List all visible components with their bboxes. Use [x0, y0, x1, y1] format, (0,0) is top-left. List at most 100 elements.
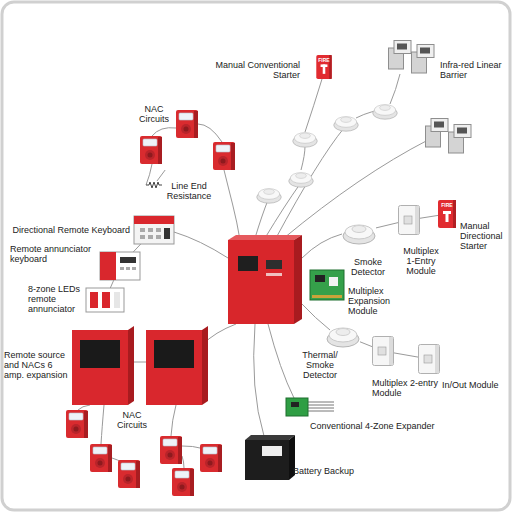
- wire-connector: [360, 342, 372, 347]
- device-node: Multiplex 1-Entry Module: [398, 205, 420, 235]
- nac-device: [160, 436, 182, 464]
- device-label: Smoke Detector: [348, 257, 388, 277]
- beam-unit: [449, 125, 472, 154]
- screen: [120, 257, 136, 263]
- device-node: Infra-red Linear Barrier: [386, 40, 436, 74]
- device-label: Multiplex 2-entry Module: [372, 378, 444, 398]
- device-label: 8-zone LEDs remote annunciator: [28, 284, 84, 314]
- beam-unit: [412, 45, 435, 74]
- wiring: [78, 74, 428, 468]
- key: [140, 228, 145, 232]
- pull-station: [438, 200, 456, 228]
- pin-strip: [312, 295, 342, 298]
- battery: [245, 435, 295, 480]
- device-label: Manual Directional Starter: [460, 221, 506, 251]
- device-label: Directional Remote Keyboard: [4, 225, 130, 235]
- screen: [164, 228, 170, 239]
- device-node: Directional Remote Keyboard: [134, 216, 174, 244]
- panel-display: [238, 256, 258, 271]
- device-label: NAC Circuits: [112, 410, 152, 430]
- led-annunciator: [86, 288, 124, 312]
- panel-top: [228, 235, 302, 240]
- zone-expander-board: [286, 398, 334, 416]
- annunciator-body: [86, 288, 124, 312]
- device-node: NAC Circuits: [66, 410, 220, 496]
- device-label: Line End Resistance: [164, 181, 214, 201]
- device-node: Conventional 4-Zone Expander: [286, 398, 308, 416]
- keypad-body: [134, 216, 174, 244]
- wire: [171, 405, 176, 436]
- nac-device: [176, 110, 198, 138]
- led-column: [114, 292, 120, 308]
- device-label: Remote annunciator keyboard: [10, 244, 96, 264]
- wire: [198, 124, 222, 142]
- device-node: Battery Backup: [245, 437, 289, 479]
- smoke-detector: [293, 133, 317, 148]
- control-panel: [228, 235, 302, 324]
- device-label: Conventional 4-Zone Expander: [310, 421, 445, 431]
- device-node: In/Out Module: [418, 344, 440, 374]
- nac-device: [90, 444, 112, 472]
- device-node: Remote annunciator keyboard: [100, 252, 140, 280]
- led-column: [102, 292, 110, 308]
- wire-connector: [157, 170, 165, 181]
- key: [156, 228, 161, 232]
- remote-power-panels: [72, 326, 208, 405]
- device-node: 8-zone LEDs remote annunciator: [86, 288, 124, 312]
- smoke-detector: [343, 225, 375, 244]
- panel-side: [202, 326, 208, 405]
- wire: [284, 140, 428, 238]
- wire: [224, 170, 240, 240]
- wire: [302, 304, 330, 330]
- module-plate: [399, 206, 420, 235]
- panel-side: [128, 326, 134, 405]
- wire-connector: [376, 223, 398, 228]
- chip: [329, 277, 338, 286]
- device-node: Remote source and NACs 6 amp. expansion: [72, 330, 202, 405]
- device-node: NAC Circuits: [140, 110, 235, 170]
- pull-station-label: FIRE: [316, 57, 332, 63]
- wire-connector: [420, 215, 438, 218]
- smoke-detector: [334, 117, 358, 132]
- key: [148, 228, 153, 232]
- device-label: Thermal/ Smoke Detector: [300, 350, 340, 380]
- panel-display: [154, 340, 194, 368]
- wire: [182, 456, 184, 468]
- nac-device: [118, 460, 140, 488]
- annunciator-band: [100, 252, 116, 280]
- wire: [390, 74, 400, 104]
- panel-display: [80, 340, 120, 368]
- key: [120, 267, 124, 270]
- wire: [152, 128, 176, 136]
- battery-sticker: [262, 446, 282, 456]
- panel-side: [294, 235, 302, 324]
- wire: [305, 79, 322, 132]
- device-label: Remote source and NACs 6 amp. expansion: [4, 350, 71, 380]
- lead: [308, 402, 334, 403]
- resistor-symbol: [146, 182, 162, 188]
- annunciator-body: [100, 252, 140, 280]
- wire: [146, 164, 152, 185]
- keypad-device: [134, 216, 174, 244]
- device-label: Infra-red Linear Barrier: [440, 60, 506, 80]
- expansion-module-board: [310, 270, 344, 300]
- chip: [291, 402, 299, 407]
- device-label: Multiplex 1-Entry Module: [400, 246, 442, 276]
- chip: [315, 275, 325, 282]
- key: [126, 267, 130, 270]
- panel-display: [266, 260, 282, 269]
- panel-indicator: [266, 273, 282, 276]
- led-column: [90, 292, 98, 308]
- key: [132, 267, 136, 270]
- panel-front: [72, 330, 128, 405]
- thermal-detector: [327, 328, 359, 347]
- panel-front: [228, 240, 294, 324]
- key: [140, 235, 145, 239]
- wire-connector: [394, 353, 418, 357]
- wire: [255, 200, 268, 238]
- wire-connector: [110, 280, 114, 288]
- wire: [301, 146, 305, 170]
- wire: [302, 234, 342, 258]
